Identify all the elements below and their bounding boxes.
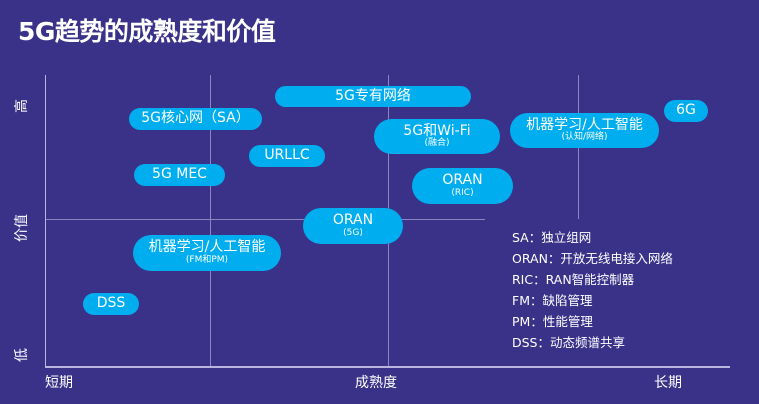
legend-item: ORAN：开放无线电接入网络 xyxy=(512,251,673,266)
y-label-low: 低 xyxy=(14,348,30,362)
pill-dss: DSS xyxy=(83,293,139,315)
pill-5g-mec: 5G MEC xyxy=(134,164,225,186)
x-label-short-term: 短期 xyxy=(45,375,73,391)
pill-ml-ai-cognitive: 机器学习/人工智能(认知/网络) xyxy=(510,113,659,148)
y-axis xyxy=(45,75,46,367)
legend-item: FM：缺陷管理 xyxy=(512,293,593,308)
y-label-high: 高 xyxy=(14,99,30,113)
x-label-long-term: 长期 xyxy=(654,375,682,391)
grid-line-h xyxy=(45,219,485,220)
pill-label: DSS xyxy=(96,295,126,312)
pill-label: ORAN xyxy=(332,212,374,229)
y-label-value: 价值 xyxy=(14,214,30,242)
pill-sublabel: (融合) xyxy=(424,138,450,149)
pill-sublabel: (5G) xyxy=(343,227,363,238)
pill-label: 6G xyxy=(676,102,696,119)
x-axis xyxy=(45,366,730,368)
pill-label: 机器学习/人工智能 xyxy=(526,116,643,133)
pill-oran-ric: ORAN(RIC) xyxy=(412,168,513,204)
pill-label: 5G MEC xyxy=(152,166,207,183)
pill-5g-wifi: 5G和Wi-Fi(融合) xyxy=(374,119,500,154)
grid-line-v1 xyxy=(210,75,211,366)
legend-item: PM：性能管理 xyxy=(512,314,593,329)
pill-label: 5G核心网（SA） xyxy=(141,110,250,127)
pill-label: 5G和Wi-Fi xyxy=(403,122,471,139)
pill-label: 5G专有网络 xyxy=(335,87,411,104)
legend-item: RIC：RAN智能控制器 xyxy=(512,272,635,287)
pill-5g-private-network: 5G专有网络 xyxy=(275,86,471,107)
pill-label: 机器学习/人工智能 xyxy=(148,239,266,256)
pill-ml-ai-fm-pm: 机器学习/人工智能(FM和PM) xyxy=(133,235,281,271)
pill-sublabel: (RIC) xyxy=(451,187,474,198)
legend-item: DSS：动态频谱共享 xyxy=(512,335,625,350)
x-label-maturity: 成熟度 xyxy=(355,375,397,391)
legend: SA：独立组网 ORAN：开放无线电接入网络 RIC：RAN智能控制器 FM：缺… xyxy=(512,227,673,353)
pill-label: URLLC xyxy=(264,147,310,164)
pill-oran-5g: ORAN(5G) xyxy=(303,208,403,244)
pill-urllc: URLLC xyxy=(249,145,325,167)
pill-sublabel: (FM和PM) xyxy=(185,254,229,265)
pill-sublabel: (认知/网络) xyxy=(561,132,608,143)
page-title: 5G趋势的成熟度和价值 xyxy=(18,17,276,46)
legend-item: SA：独立组网 xyxy=(512,230,592,245)
pill-label: ORAN xyxy=(442,172,483,189)
pill-5g-core-sa: 5G核心网（SA） xyxy=(129,108,262,130)
pill-6g: 6G xyxy=(664,100,708,122)
